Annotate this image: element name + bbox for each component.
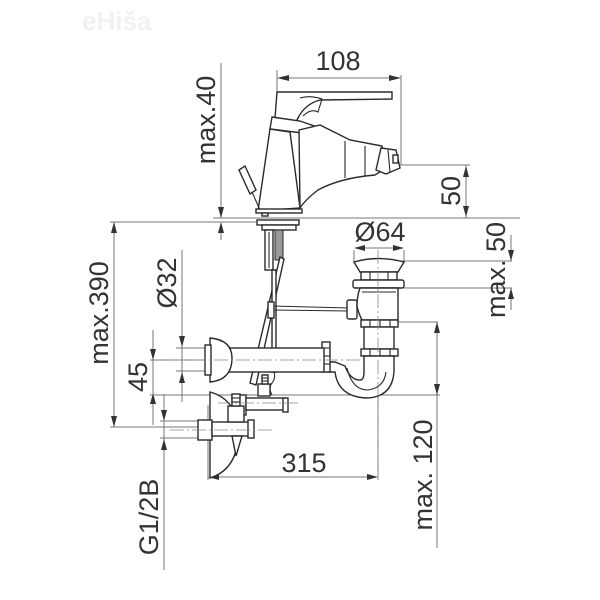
dim-trap-height: max. 120 (408, 419, 438, 530)
faucet-body (238, 91, 401, 271)
waste-and-trap (321, 257, 406, 399)
angle-valves (197, 374, 289, 479)
center-lines (170, 250, 379, 480)
dim-connection-thread: G1/2B (134, 479, 164, 556)
dim-tail-diameter: Ø32 (152, 257, 182, 308)
supply-hoses (249, 255, 285, 396)
dim-lever-height: max.40 (191, 76, 221, 165)
dim-total-depth: 315 (281, 448, 326, 478)
dim-width-top: 108 (315, 46, 360, 76)
popup-linkage (267, 299, 358, 320)
dim-spout-height: 50 (436, 176, 466, 206)
dimension-labels: 108 max.40 50 Ø64 max. 50 Ø32 max.390 45… (84, 46, 511, 555)
dim-valve-offset: 45 (123, 362, 153, 392)
dim-total-height: max.390 (84, 261, 114, 365)
dim-waste-diameter: Ø64 (354, 217, 405, 247)
dim-waste-height: max. 50 (481, 222, 511, 318)
watermark-logo: eHiša (82, 6, 152, 36)
